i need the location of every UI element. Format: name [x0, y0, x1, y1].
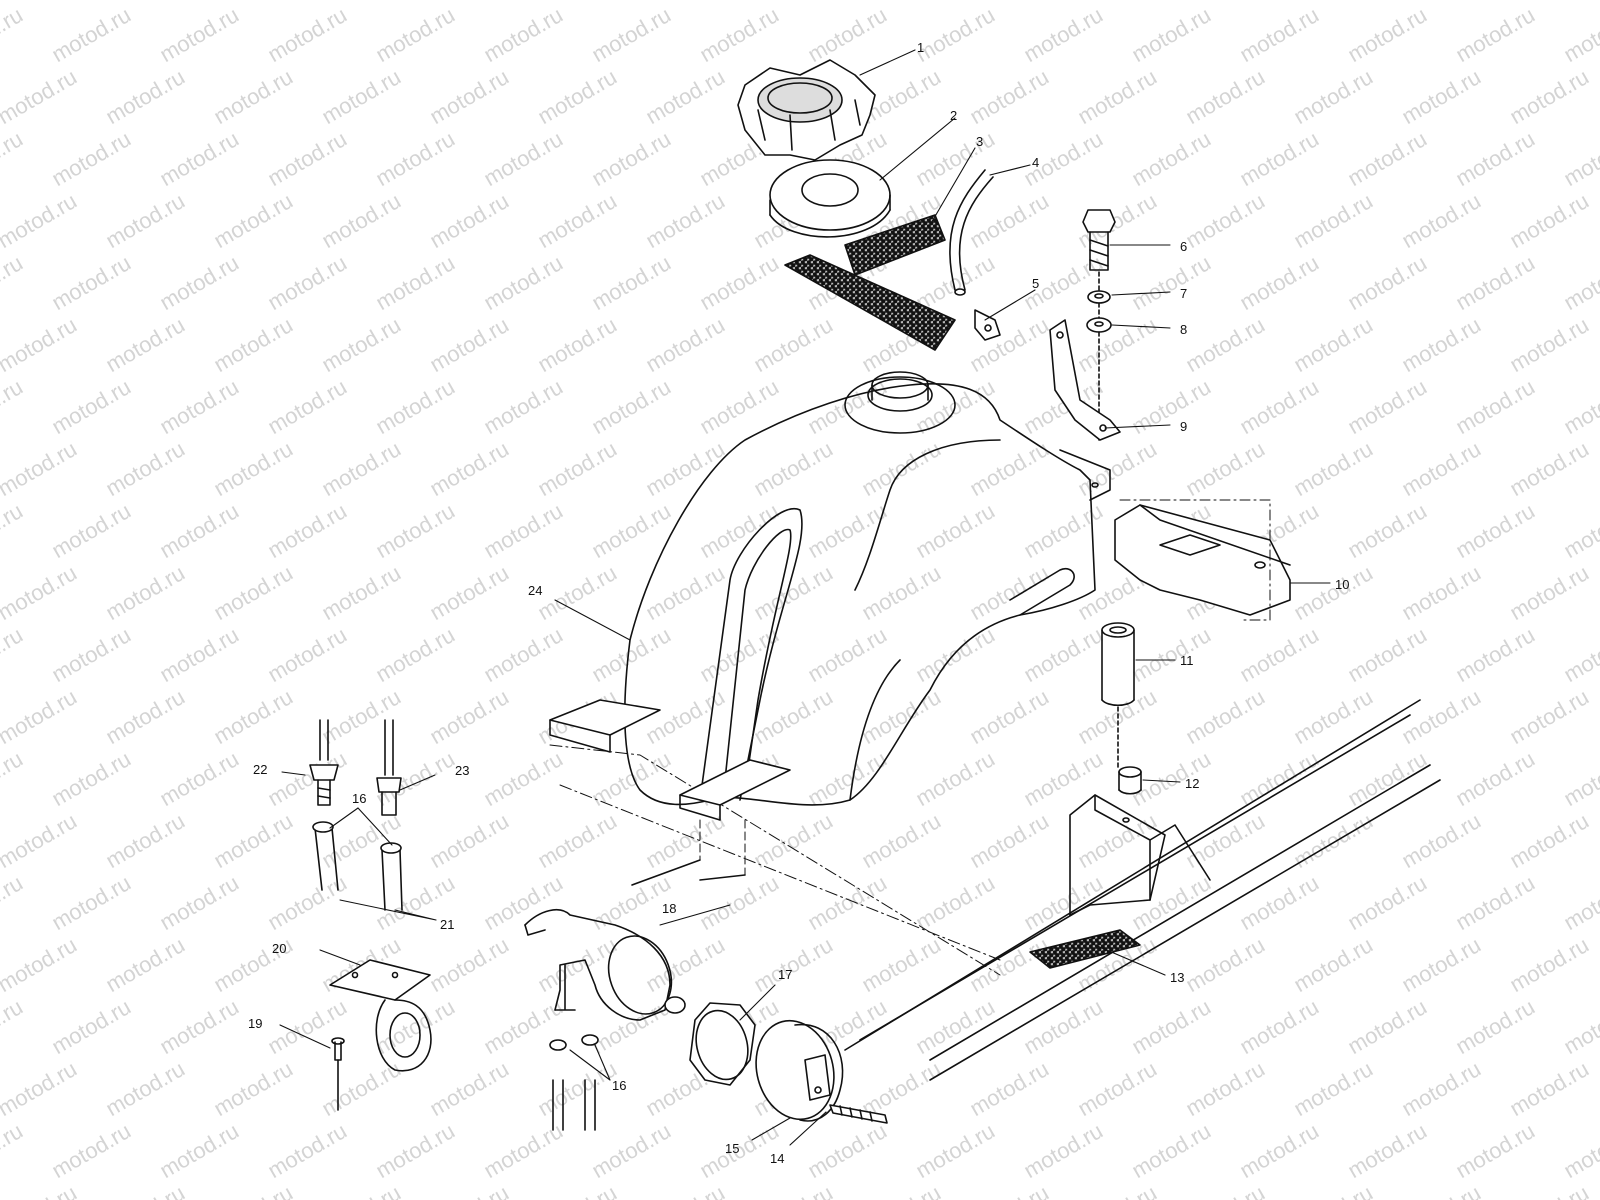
callout-3: 3	[976, 134, 983, 149]
callout-24: 24	[528, 583, 542, 598]
callout-22: 22	[253, 762, 267, 777]
bushing	[1118, 766, 1142, 795]
frame-rails	[549, 699, 1441, 1081]
fuel-tank	[624, 371, 1111, 806]
fuel-valve	[524, 909, 686, 1021]
callout-2: 2	[950, 108, 957, 123]
vent-hose	[949, 169, 994, 296]
bolt-and-washers	[1082, 209, 1116, 441]
callout-19: 19	[248, 1016, 262, 1031]
callout-18: 18	[662, 901, 676, 916]
valve-bracket	[329, 959, 432, 1072]
callout-17: 17	[778, 967, 792, 982]
valve-knob	[755, 1019, 844, 1122]
hose-fitting-22	[309, 719, 339, 806]
callout-6: 6	[1180, 239, 1187, 254]
callout-labels: 1 2 3 4 5 6 7 8 9 10 11 12 13 14 15 16 1…	[248, 40, 1349, 1166]
callout-20: 20	[272, 941, 286, 956]
valve-nut	[689, 1002, 756, 1086]
callout-12: 12	[1185, 776, 1199, 791]
rivet	[331, 1037, 345, 1111]
mount-block	[1114, 499, 1291, 621]
callout-13: 13	[1170, 970, 1184, 985]
callout-16-upper: 16	[352, 791, 366, 806]
cap-gasket	[769, 159, 891, 238]
frame-mount-bracket	[1069, 794, 1211, 916]
callout-23: 23	[455, 763, 469, 778]
spacer-tube	[1101, 622, 1135, 771]
callout-8: 8	[1180, 322, 1187, 337]
callout-11: 11	[1180, 653, 1194, 668]
knob-screw	[829, 1104, 888, 1124]
callout-10: 10	[1335, 577, 1349, 592]
callout-16-lower: 16	[612, 1078, 626, 1093]
fuel-cap	[737, 59, 876, 161]
vent-fitting	[974, 309, 1001, 341]
callout-9: 9	[1180, 419, 1187, 434]
valve-clamps-and-hoses	[549, 1034, 599, 1131]
tank-bracket	[1049, 319, 1121, 441]
callout-21: 21	[440, 917, 454, 932]
tank-pads	[549, 699, 791, 821]
callout-14: 14	[770, 1151, 784, 1166]
callout-15: 15	[725, 1141, 739, 1156]
fuel-hoses	[312, 821, 403, 911]
callout-7: 7	[1180, 286, 1187, 301]
callout-4: 4	[1032, 155, 1039, 170]
foam-pad	[784, 214, 956, 351]
decal-13	[1029, 929, 1141, 969]
callout-leader-lines	[279, 49, 1331, 1146]
callout-1: 1	[917, 40, 924, 55]
callout-5: 5	[1032, 276, 1039, 291]
hose-fitting-23	[376, 719, 402, 816]
